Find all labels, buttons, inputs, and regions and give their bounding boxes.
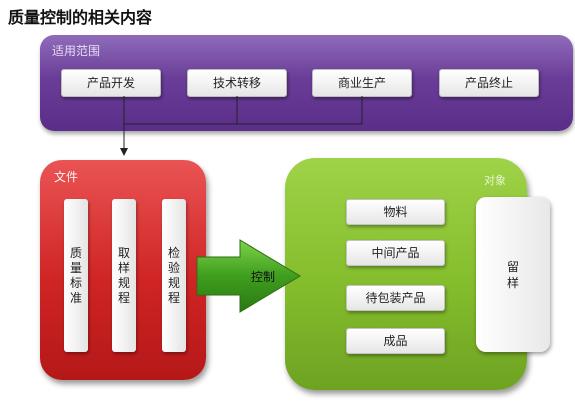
control-arrow-label: 控制 [251,270,276,284]
page-title: 质量控制的相关内容 [8,8,153,27]
doc-testing-procedure: 检验规程 [162,199,186,352]
scope-item-tech-transfer: 技术转移 [187,69,287,97]
scope-item-product-discontinuation: 产品终止 [439,69,539,97]
doc-quality-standard: 质量标准 [64,199,88,352]
object-bulk-product: 待包装产品 [346,285,445,311]
object-intermediate-product: 中间产品 [346,240,445,266]
object-retained-sample: 留样 [476,197,550,352]
object-materials: 物料 [346,199,445,225]
doc-sampling-procedure: 取样规程 [112,199,136,352]
scope-item-product-development: 产品开发 [61,69,161,97]
objects-label: 对象 [484,174,506,187]
scope-item-commercial-production: 商业生产 [312,69,412,97]
documents-label: 文件 [54,170,79,184]
object-finished-product: 成品 [346,328,445,354]
scope-label: 适用范围 [52,44,101,58]
